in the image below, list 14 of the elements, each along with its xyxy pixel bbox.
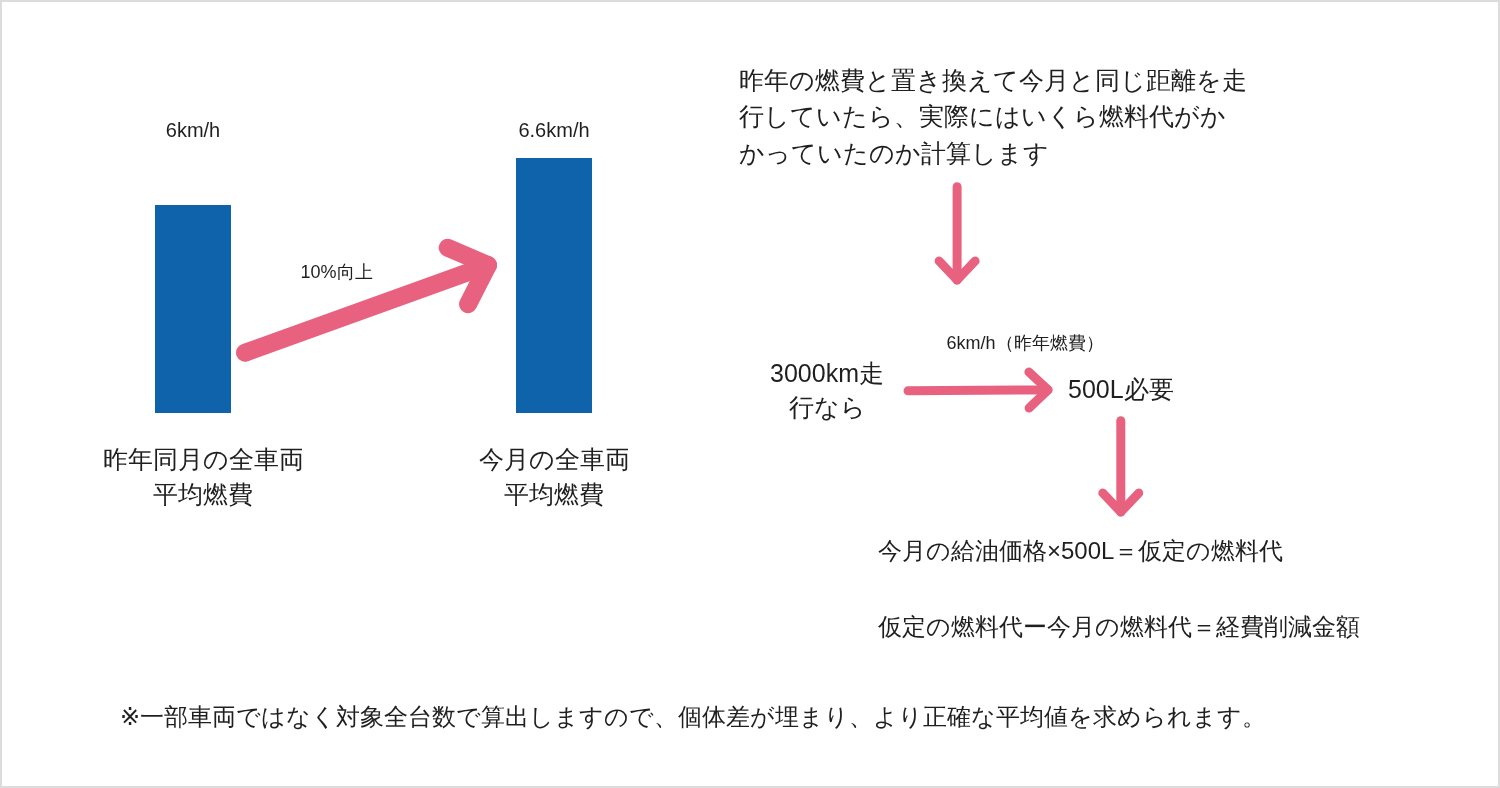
value-label: 6.6km/h [518,118,590,143]
formula-text: 仮定の燃料代ー今月の燃料代＝経費削減金額 [878,612,1360,642]
bar-caption: 昨年同月の全車両平均燃費 [101,444,305,510]
arrow [236,238,497,362]
condition-text: 3000km走行なら [762,357,892,425]
arrow [903,367,1053,413]
bar-caption: 今月の全車両平均燃費 [477,444,631,510]
formula-text: 今月の給油価格×500L＝仮定の燃料代 [878,534,1284,568]
arrow [934,182,980,285]
description-text: 昨年の燃費と置き換えて今月と同じ距離を走行していたら、実際にはいくら燃料代がかかっていたのか計算します [739,62,1251,171]
result-text: 500L必要 [1068,373,1174,407]
value-label: 6km/h [165,118,221,143]
footnote-text: ※一部車両ではなく対象全台数で算出しますので、個体差が埋まり、より正確な平均値を求められます。 [120,702,1267,732]
arrow [1098,416,1144,517]
